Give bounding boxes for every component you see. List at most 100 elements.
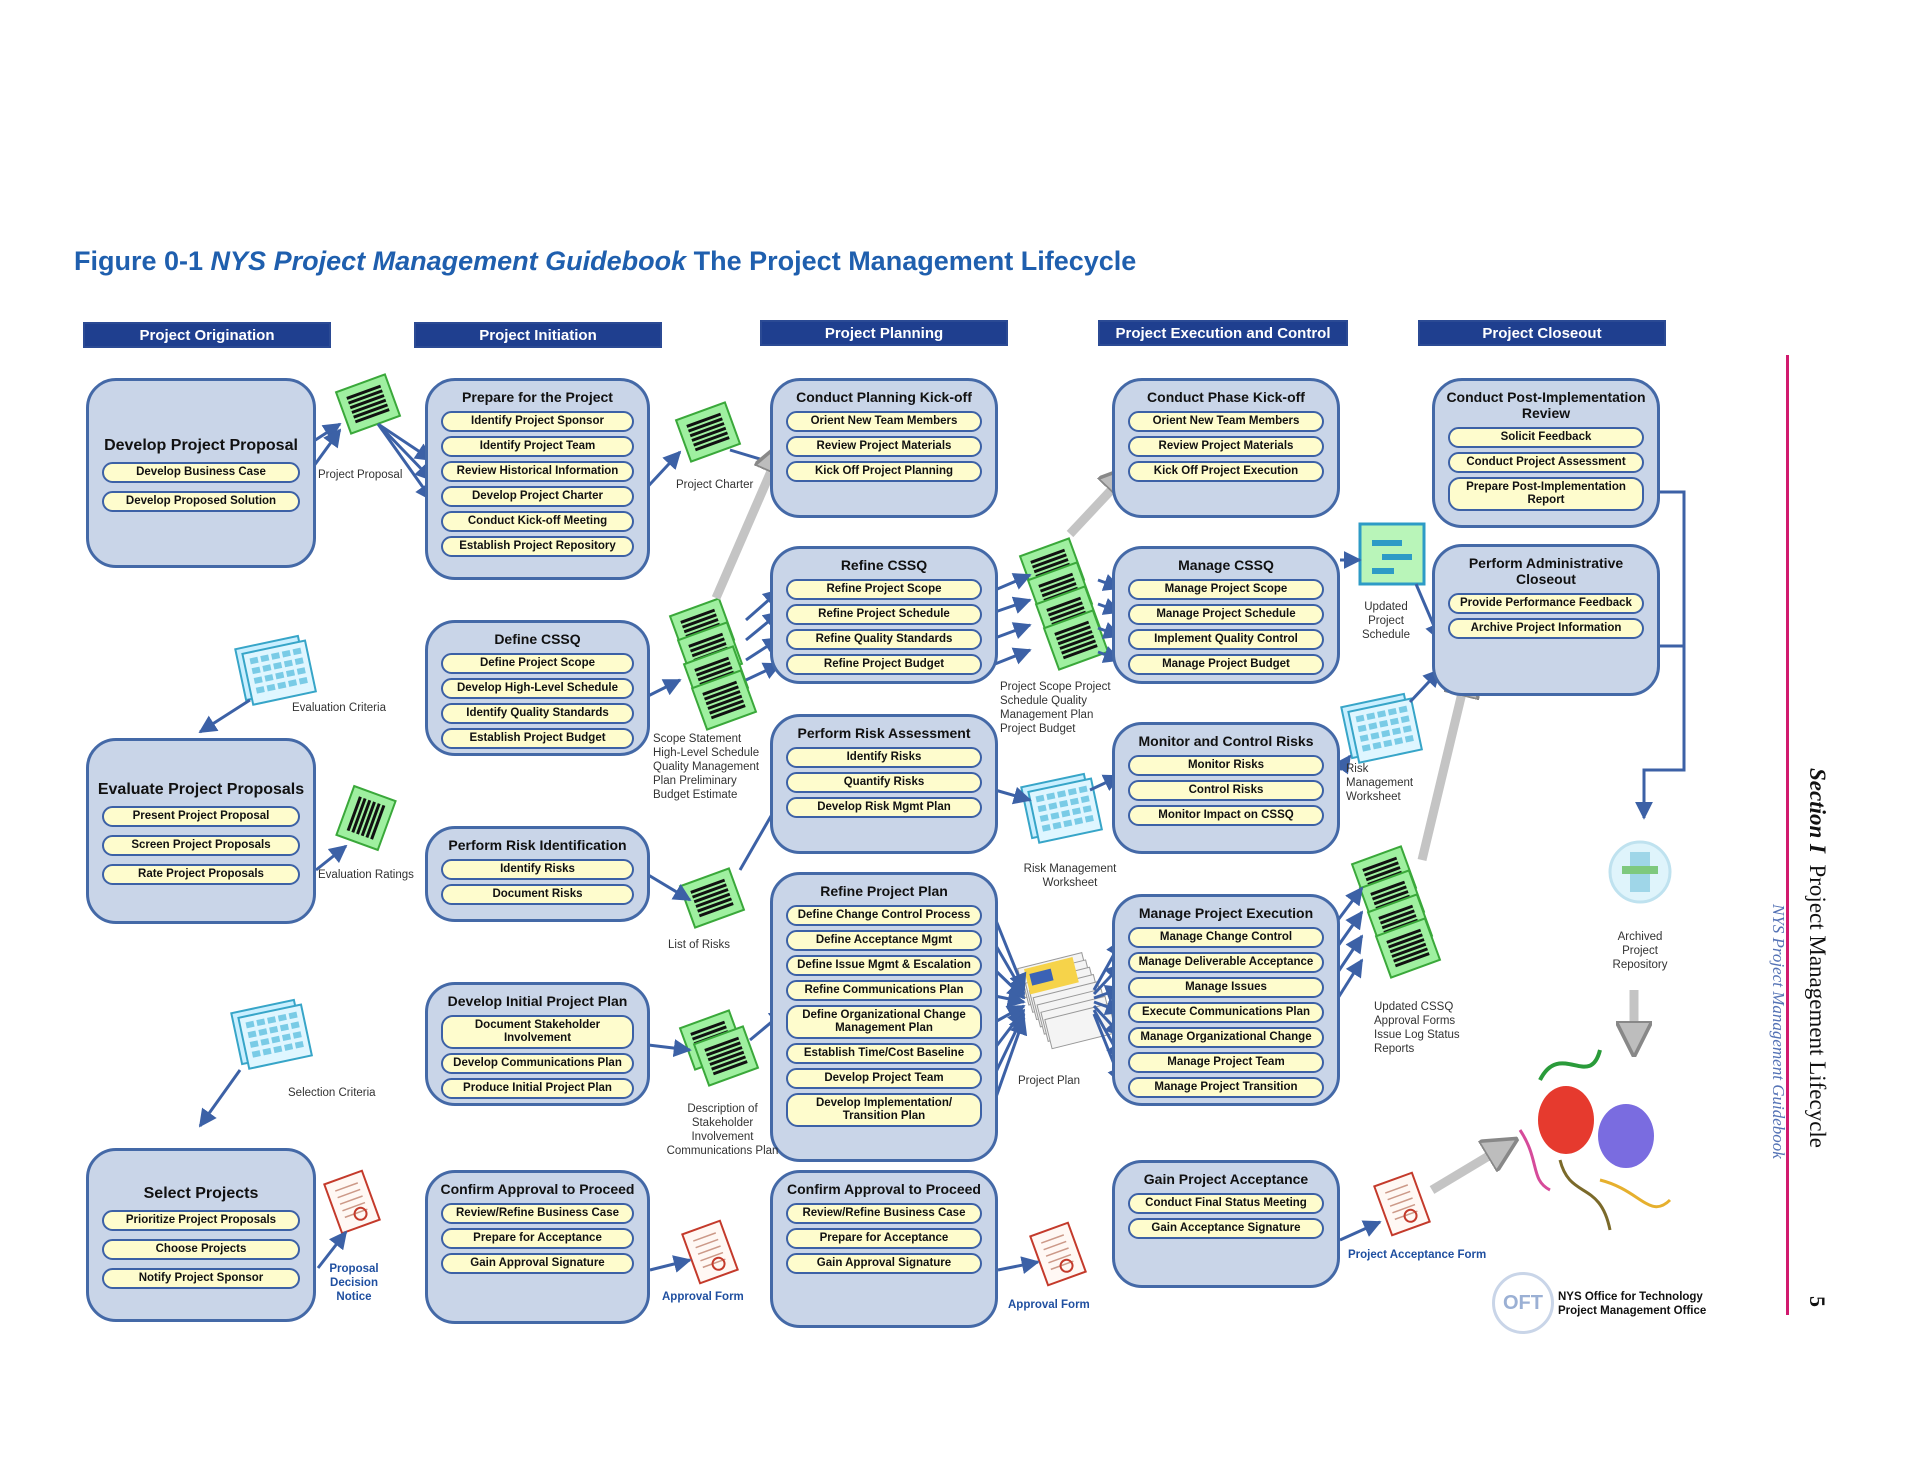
process-step: Solicit Feedback bbox=[1448, 427, 1644, 448]
process-step: Identify Project Team bbox=[441, 436, 634, 457]
label-updated-project-schedule: Updated Project Schedule bbox=[1362, 601, 1410, 641]
process-step: Refine Communications Plan bbox=[786, 980, 982, 1001]
process-step: Develop Business Case bbox=[102, 462, 300, 483]
process-step: Orient New Team Members bbox=[1128, 411, 1324, 432]
archive-repository-icon bbox=[1608, 840, 1672, 904]
connector-arrow bbox=[997, 1256, 1040, 1275]
charter-document-icon bbox=[674, 401, 742, 463]
risk-worksheet-icon bbox=[1020, 772, 1104, 844]
figure-subtitle: The Project Management Lifecycle bbox=[693, 246, 1137, 276]
process-step: Prepare for Acceptance bbox=[786, 1228, 982, 1249]
process-title: Develop Initial Project Plan bbox=[447, 993, 628, 1009]
label-evaluation-criteria: Evaluation Criteria bbox=[292, 702, 386, 714]
updated-schedule-icon bbox=[1358, 522, 1426, 586]
process-title: Select Projects bbox=[143, 1184, 259, 1202]
oft-logo: OFT bbox=[1492, 1272, 1554, 1334]
process-title: Evaluate Project Proposals bbox=[97, 780, 305, 798]
process-step: Rate Project Proposals bbox=[102, 863, 300, 885]
process-step: Identify Risks bbox=[441, 859, 634, 880]
phase-planning: Project Planning bbox=[760, 320, 1008, 346]
process-step: Document Risks bbox=[441, 884, 634, 905]
archive-connector bbox=[1635, 490, 1686, 820]
process-step: Monitor Impact on CSSQ bbox=[1128, 805, 1324, 826]
label-risk-management-worksheet: Risk Management Worksheet bbox=[1023, 863, 1117, 889]
section-heading: Section I Project Management Lifecycle bbox=[1804, 768, 1830, 1148]
section-number: Section I bbox=[1805, 768, 1830, 853]
connector-arrow bbox=[1336, 910, 1364, 947]
process-step: Establish Project Repository bbox=[441, 536, 634, 557]
process-title: Gain Project Acceptance bbox=[1143, 1171, 1309, 1187]
figure-title: Figure 0-1 NYS Project Management Guideb… bbox=[74, 246, 1136, 277]
label-selection-criteria: Selection Criteria bbox=[288, 1087, 376, 1099]
proposal-document-icon bbox=[334, 373, 402, 435]
process-step: Gain Acceptance Signature bbox=[1128, 1218, 1324, 1239]
connector-arrow bbox=[198, 1069, 242, 1128]
process-title: Perform Risk Assessment bbox=[797, 725, 971, 741]
phase-origination: Project Origination bbox=[83, 322, 331, 348]
process-title: Manage Project Execution bbox=[1138, 905, 1314, 921]
figure-book-name: NYS Project Management Guidebook bbox=[210, 246, 687, 276]
connector-arrow bbox=[315, 844, 348, 872]
selection-criteria-icon bbox=[230, 998, 314, 1070]
process-step: Define Issue Mgmt & Escalation bbox=[786, 955, 982, 976]
process-title: Develop Project Proposal bbox=[104, 437, 298, 454]
risk-worksheet-icon-2 bbox=[1340, 692, 1424, 764]
process-step: Orient New Team Members bbox=[786, 411, 982, 432]
process-step: Choose Projects bbox=[102, 1238, 300, 1260]
process-step: Define Acceptance Mgmt bbox=[786, 930, 982, 951]
connector-arrow bbox=[316, 1230, 348, 1269]
connector-arrow bbox=[993, 1016, 1028, 1101]
acceptance-form-icon bbox=[1373, 1171, 1431, 1237]
process-step: Notify Project Sponsor bbox=[102, 1267, 300, 1289]
label-stakeholder-involvement: Description of Stakeholder Involvement C… bbox=[666, 1103, 779, 1157]
connector-arrow bbox=[649, 1255, 692, 1273]
process-title: Confirm Approval to Proceed bbox=[440, 1181, 635, 1197]
approval-form-icon-1 bbox=[681, 1219, 739, 1285]
label-project-plan: Project Plan bbox=[1018, 1075, 1081, 1087]
phase-transition-arrow bbox=[1417, 668, 1468, 862]
process-step: Develop Project Team bbox=[786, 1068, 982, 1089]
phase-transition-arrow bbox=[1429, 1142, 1512, 1194]
process-title: Define CSSQ bbox=[494, 631, 581, 647]
office-name: NYS Office for Technology Project Manage… bbox=[1558, 1290, 1706, 1318]
process-step: Refine Project Budget bbox=[786, 654, 982, 675]
connector-arrow bbox=[1336, 958, 1364, 999]
process-step: Develop Proposed Solution bbox=[102, 491, 300, 512]
document-icon bbox=[690, 669, 758, 731]
connector-arrow bbox=[376, 423, 434, 502]
label-project-acceptance-form: Project Acceptance Form bbox=[1348, 1249, 1487, 1261]
process-step: Produce Initial Project Plan bbox=[441, 1078, 634, 1099]
connector-arrow bbox=[1336, 934, 1364, 973]
connector-arrow bbox=[994, 622, 1032, 640]
page-number: 5 bbox=[1805, 1296, 1830, 1307]
process-step: Manage Project Schedule bbox=[1128, 604, 1324, 625]
process-step: Manage Change Control bbox=[1128, 927, 1324, 948]
process-step: Provide Performance Feedback bbox=[1448, 593, 1644, 614]
process-title: Conduct Planning Kick-off bbox=[796, 389, 972, 405]
process-title: Perform Risk Identification bbox=[448, 837, 627, 853]
process-step: Kick Off Project Execution bbox=[1128, 461, 1324, 482]
process-step: Manage Project Budget bbox=[1128, 654, 1324, 675]
process-step: Present Project Proposal bbox=[102, 805, 300, 827]
office-line-2: Project Management Office bbox=[1558, 1305, 1707, 1317]
process-step: Identify Risks bbox=[786, 747, 982, 768]
connector-arrow bbox=[1339, 1220, 1382, 1242]
process-step: Gain Approval Signature bbox=[786, 1253, 982, 1274]
process-step: Manage Project Scope bbox=[1128, 579, 1324, 600]
label-evaluation-ratings: Evaluation Ratings bbox=[318, 869, 414, 881]
process-step: Screen Project Proposals bbox=[102, 834, 300, 856]
label-archived-repository: Archived Project Repository bbox=[1612, 931, 1668, 971]
process-step: Monitor Risks bbox=[1128, 755, 1324, 776]
phase-initiation: Project Initiation bbox=[414, 322, 662, 348]
